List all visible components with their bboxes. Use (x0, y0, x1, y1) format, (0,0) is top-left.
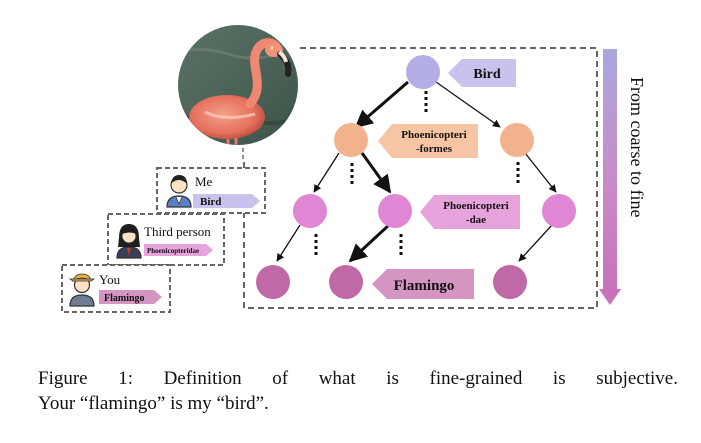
node-family-phoenicopteridae (378, 194, 412, 228)
node-species-flamingo (329, 265, 363, 299)
tag-root-label: Bird (473, 67, 500, 82)
tag-species-label: Flamingo (394, 278, 455, 294)
persona-card-third-person: Third person Phoenicopteridae (107, 213, 225, 266)
tag-root: Bird (448, 59, 516, 87)
more-children-dots (314, 91, 520, 256)
figure-caption: Figure 1: Definition of what is fine-gra… (38, 366, 678, 416)
tag-species: Flamingo (372, 269, 474, 299)
tree-edges (276, 80, 557, 263)
person-icon (116, 224, 142, 259)
node-root-bird (406, 55, 440, 89)
tag-family-label-2: -dae (466, 214, 486, 226)
caption-line-1: Figure 1: Definition of what is fine-gra… (38, 368, 678, 389)
persona-card-me: Me Bird (156, 167, 266, 214)
person-icon (166, 175, 192, 208)
flamingo-photo (178, 25, 298, 145)
persona-tag-third-person: Phoenicopteridae (147, 247, 199, 255)
node-family-sibling-right (542, 194, 576, 228)
persona-tag-me: Bird (200, 196, 221, 208)
tag-order-label-2: -formes (416, 143, 453, 155)
persona-role-me: Me (195, 174, 213, 189)
caption-line-2: Your “flamingo” is my “bird”. (38, 393, 269, 414)
tag-family: Phoenicopteri -dae (420, 195, 520, 229)
arrow-label: From coarse to fine (627, 77, 647, 217)
node-species-sibling-right (493, 265, 527, 299)
persona-tag-you: Flamingo (104, 293, 145, 304)
node-order-sibling (500, 123, 534, 157)
node-family-sibling (293, 194, 327, 228)
persona-role-third-person: Third person (144, 224, 211, 239)
tag-order-label-1: Phoenicopteri (401, 129, 466, 141)
tag-order: Phoenicopteri -formes (378, 124, 478, 158)
tag-family-label-1: Phoenicopteri (443, 200, 508, 212)
taxonomy-figure: From coarse to fine Bird Phoe (61, 25, 647, 313)
persona-role-you: You (99, 272, 121, 287)
node-species-sibling (256, 265, 290, 299)
persona-card-you: You Flamingo (61, 264, 171, 313)
node-order-phoenicopteriformes (334, 123, 368, 157)
person-icon (68, 273, 96, 307)
tree-nodes (256, 55, 576, 299)
coarse-to-fine-arrow (599, 49, 621, 305)
